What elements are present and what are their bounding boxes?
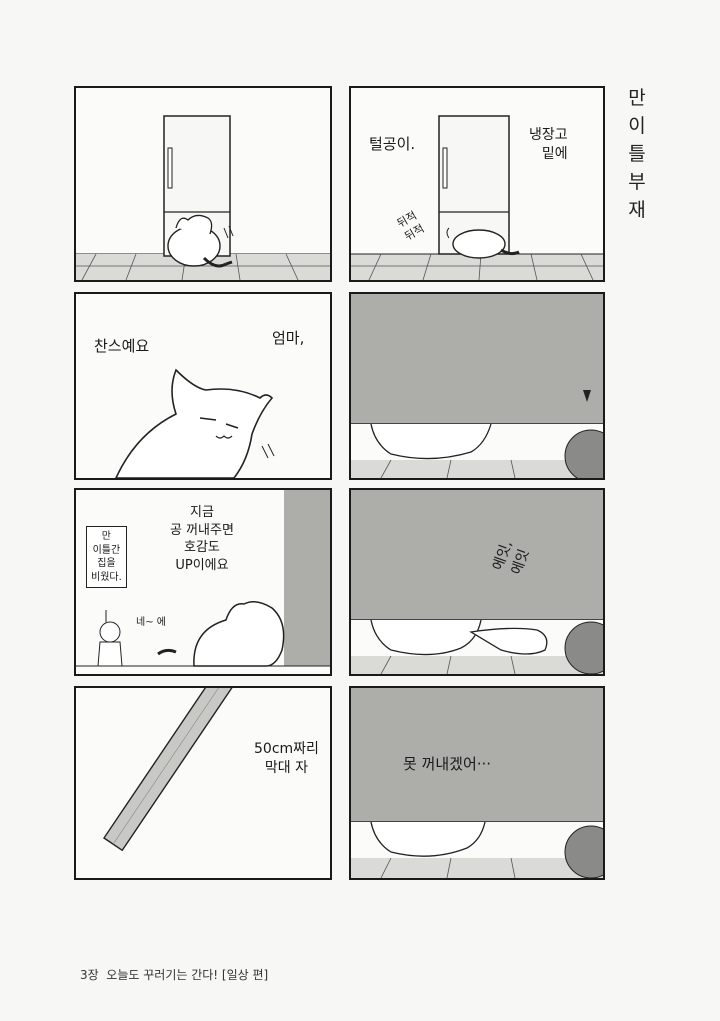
- panel-4-under-view: [349, 292, 605, 480]
- panel-7-art: [103, 688, 236, 852]
- panel-5-art: [76, 490, 330, 667]
- panel-1-art: [76, 115, 330, 280]
- panel-3-art: [115, 368, 275, 478]
- speech-affinity-up: 지금 공 꺼내주면 호감도 UP이에요: [170, 505, 234, 573]
- speech-name-label: 털공이.: [369, 135, 416, 153]
- panel-3-cat-closeup: 엄마, 찬스예요: [74, 292, 332, 480]
- panel-4-art: [351, 294, 603, 478]
- title-part-3: 부재: [628, 171, 646, 221]
- caption-ruler: 50cm짜리 막대 자: [254, 741, 319, 776]
- title-part-2: 이틀: [628, 115, 646, 165]
- caption-sign: 만 이틀간 집을 비웠다.: [86, 526, 127, 588]
- speech-cant-get: 못 꺼내겠어···: [403, 755, 492, 773]
- panel-2-cat-under-fridge: 털공이. 냉장고 밑에 뒤적 뒤적: [349, 86, 605, 282]
- vertical-title: 만 이틀 부재: [622, 84, 652, 224]
- speech-chance: 찬스예요: [94, 337, 150, 355]
- title-part-1: 만: [628, 87, 646, 109]
- panel-8-cant-get: 못 꺼내겠어···: [349, 686, 605, 880]
- speech-mom: 엄마,: [272, 329, 305, 347]
- panel-5-cat-and-owner: 지금 공 꺼내주면 호감도 UP이에요 만 이틀간 집을 비웠다. 네~ 에: [74, 488, 332, 676]
- panel-2-art: [351, 115, 603, 280]
- panel-7-ruler: 50cm짜리 막대 자: [74, 686, 332, 880]
- speech-reply: 네~ 에: [136, 617, 166, 628]
- speech-under-fridge: 냉장고 밑에: [529, 127, 568, 162]
- page-footer: 3장 오늘도 꾸러기는 간다! [일상 편]: [80, 968, 269, 982]
- panel-6-paw-reach: 에잇, 에잇: [349, 488, 605, 676]
- panel-8-art: [351, 688, 603, 878]
- panel-1-cat-at-fridge: [74, 86, 332, 282]
- panel-6-art: [351, 490, 603, 674]
